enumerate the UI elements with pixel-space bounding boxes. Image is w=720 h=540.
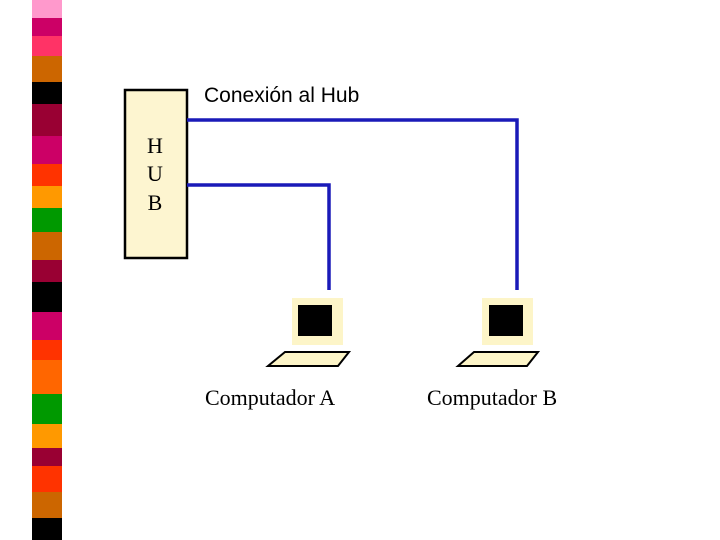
strip-segment: [32, 18, 62, 36]
strip-segment: [32, 186, 62, 208]
keyboard: [268, 352, 349, 366]
cable-to-computer-a: [187, 185, 329, 290]
hub-letter-b: B: [125, 190, 185, 216]
strip-segment: [32, 136, 62, 164]
hub-letter-u: U: [125, 161, 185, 187]
cable-to-computer-b: [187, 120, 517, 290]
strip-segment: [32, 104, 62, 136]
strip-segment: [32, 282, 62, 312]
computer-a: [268, 298, 349, 366]
strip-segment: [32, 492, 62, 518]
strip-segment: [32, 208, 62, 232]
strip-segment: [32, 232, 62, 260]
strip-segment: [32, 164, 62, 186]
strip-segment: [32, 518, 62, 540]
strip-segment: [32, 0, 62, 18]
strip-segment: [32, 260, 62, 282]
strip-segment: [32, 360, 62, 394]
strip-segment: [32, 394, 62, 424]
strip-segment: [32, 56, 62, 82]
computer-b-label: Computador B: [427, 385, 557, 411]
strip-segment: [32, 36, 62, 56]
strip-segment: [32, 82, 62, 104]
strip-segment: [32, 312, 62, 340]
strip-segment: [32, 340, 62, 360]
strip-segment: [32, 466, 62, 492]
strip-segment: [32, 448, 62, 466]
decorative-strip: [32, 0, 62, 540]
screen: [298, 305, 332, 336]
computer-b: [458, 298, 538, 366]
computer-a-label: Computador A: [205, 385, 335, 411]
screen: [489, 305, 523, 336]
hub-letter-h: H: [125, 133, 185, 159]
diagram-title: Conexión al Hub: [204, 84, 359, 108]
strip-segment: [32, 424, 62, 448]
keyboard: [458, 352, 538, 366]
